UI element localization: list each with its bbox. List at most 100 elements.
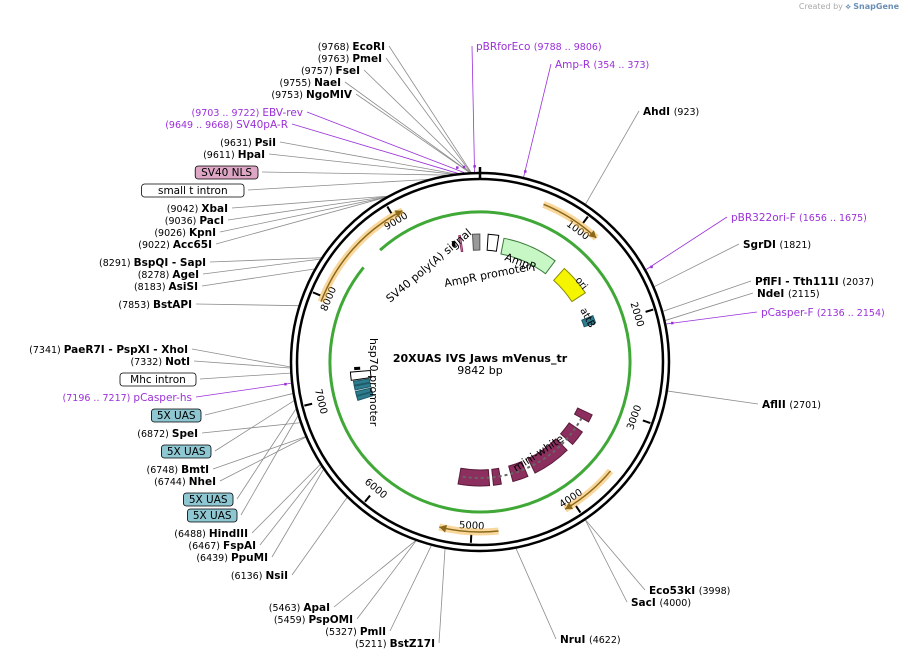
leader-line [212,436,306,470]
leader-line [215,197,386,245]
primer-label: pBR322ori-F (1656 .. 1675) [731,212,867,224]
leader-line [247,179,428,191]
enzyme-label: (8278) AgeI [138,269,199,281]
leader-line [333,540,416,608]
orf-left [320,210,403,302]
leader-line [236,408,297,500]
enzyme-label: (9763) PmeI [318,53,382,65]
enzyme-label: Eco53kI (3998) [649,585,730,597]
feature-label-box [194,165,259,180]
tick-label: 5000 [459,520,485,532]
uas-box-2 [353,382,372,391]
leader-line [662,280,752,312]
leader-line [667,390,759,405]
leader-line [666,311,758,325]
primer-site-mark [524,170,527,173]
enzyme-label: (7341) PaeR7I - PspXI - XhoI [29,344,188,356]
leader-line [209,257,322,263]
leader-line [306,111,465,174]
leader-line [291,497,348,576]
plasmid-name: 20XUAS IVS Jaws mVenus_tr [393,352,568,365]
orf-green [328,210,632,514]
feature-label: 5X UAS [193,510,232,522]
primer-site-mark [650,265,653,269]
tick-mark [582,216,589,224]
leader-line [665,292,754,321]
hsp70-promoter-box [349,369,372,381]
leader-line [438,548,446,644]
features [317,201,632,536]
enzyme-label: AhdI (923) [643,106,699,118]
attb-label: attB [577,306,597,330]
uas-box-3 [354,387,373,397]
leader-line [259,466,322,546]
leader-line [261,171,446,176]
plasmid-length: 9842 bp [457,364,502,377]
enzyme-label: (9026) KpnI [154,227,216,239]
tick-mark [645,308,654,313]
leader-line [201,268,315,287]
enzyme-label: (9022) Acc65I [138,239,212,251]
snapgene-credit: Created by ⟡ SnapGene [799,2,899,12]
enzyme-label: AflII (2701) [762,399,821,411]
feature-label-box [182,492,234,507]
enzyme-label: (7853) BstAPI [118,299,192,311]
leader-line [291,123,458,174]
tick-mark [386,206,393,214]
tick-mark [312,291,321,297]
mini-white-exon-1 [573,407,593,423]
hsp70-promoter-label: hsp70 promoter [367,338,380,427]
leader-line [204,393,293,416]
plasmid-center-info: 20XUAS IVS Jaws mVenus_tr 9842 bp [393,352,568,377]
leader-lines [191,45,759,644]
enzyme-label: NdeI (2115) [757,288,820,300]
enzyme-label: (5327) PmlI [325,626,386,638]
enzyme-label: (9042) XbaI [167,203,228,215]
leader-line [251,464,321,534]
ampr-arrow [500,237,556,275]
leader-line [356,540,417,620]
feature-label: Mhc intron [130,374,186,386]
leader-line [585,519,646,591]
enzyme-label: (9757) FseI [301,65,360,77]
primer-site-mark [473,165,476,168]
enzyme-label: (9753) NgoMIV [271,89,352,101]
leader-line [271,469,324,558]
primer-label: (9703 .. 9722) EBV-rev [191,107,303,119]
leader-line [214,400,295,452]
tick-label: 7000 [312,388,329,415]
enzyme-label: (5459) PspOMI [274,614,353,626]
leader-line [523,63,552,178]
enzyme-label: (9631) PsiI [220,137,276,149]
feature-label-box [119,372,197,387]
leader-line [515,548,557,640]
leader-line [195,382,292,398]
site-labels: (9768) EcoRI(9763) PmeI(9757) FseI(9755)… [29,41,885,650]
orf-left-head [394,210,403,218]
mini-white-exon-6 [457,467,491,487]
tick-mark [364,494,371,503]
leader-line [355,93,470,173]
primer-label: (7196 .. 7217) pCasper-hs [63,392,192,404]
feature-label: 5X UAS [167,446,206,458]
mini-white-intron [459,417,583,479]
leader-line [219,196,386,233]
leader-line [193,360,291,369]
enzyme-label: (6488) HindIII [174,528,248,540]
enzyme-label: (9768) EcoRI [318,41,385,53]
primer-site-mark [462,165,466,169]
feature-label-box [160,444,212,459]
enzyme-label: PflFI - Tth111I (2037) [755,276,874,288]
leader-line [388,45,472,173]
primer-label: pBRforEco (9788 .. 9806) [476,41,602,53]
orf-ampr-head [588,230,597,238]
enzyme-label: (5463) ApaI [269,602,330,614]
orf-ampr-halo [542,201,599,241]
orf-bottom-head [439,524,448,533]
enzyme-label: (6748) BmtI [147,464,209,476]
tick-mark [575,505,582,514]
enzyme-label: SgrDI (1821) [743,239,811,251]
leader-line [385,57,471,173]
mhc-intron-box [354,366,361,371]
